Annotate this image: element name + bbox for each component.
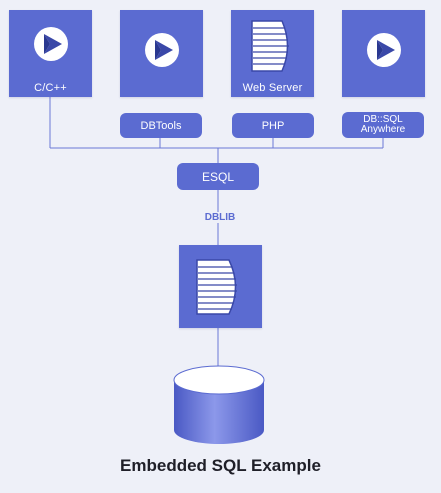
webserver-tile: Web Server xyxy=(231,10,314,97)
dbtools-label: DBTools xyxy=(140,119,182,132)
esql-label: ESQL xyxy=(201,169,234,184)
dbsql-label-line2: Anywhere xyxy=(360,124,406,135)
database-cylinder-icon xyxy=(173,365,265,444)
dbtools-tile xyxy=(120,10,203,97)
php-label: PHP xyxy=(261,119,285,132)
webserver-label: Web Server xyxy=(242,82,303,94)
cpp-label: C/C++ xyxy=(34,82,67,94)
php-pill: PHP xyxy=(232,113,314,138)
cpp-tile: C/C++ xyxy=(9,10,92,97)
dbtools-pill: DBTools xyxy=(120,113,202,138)
dbsql-tile xyxy=(342,10,425,97)
dbsql-label-line1: DB::SQL xyxy=(363,114,403,125)
diagram-title: Embedded SQL Example xyxy=(120,456,321,475)
play-logo-icon xyxy=(367,33,401,67)
dblib-tile xyxy=(179,245,262,328)
play-logo-icon xyxy=(145,33,179,67)
play-logo-icon xyxy=(34,27,68,61)
dblib-label: DBLIB xyxy=(170,212,270,223)
document-lines-icon xyxy=(196,259,237,315)
esql-pill: ESQL xyxy=(177,163,259,190)
document-lines-icon xyxy=(251,20,289,72)
dbsql-pill: DB::SQL Anywhere xyxy=(342,112,424,138)
